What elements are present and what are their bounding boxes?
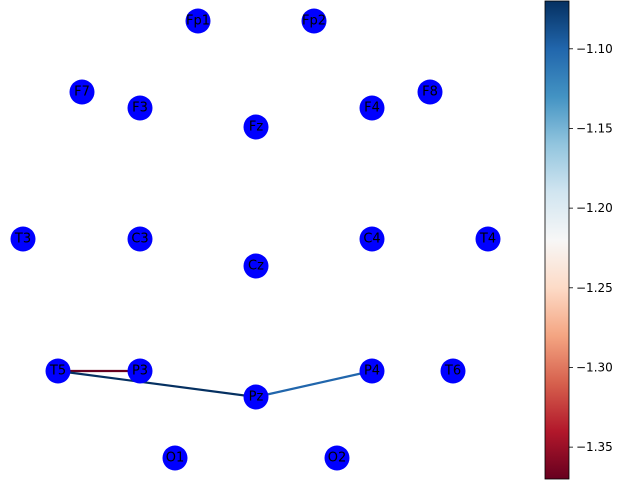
edge-layer [57, 369, 373, 399]
node-f8: F8 [417, 79, 443, 105]
node-circle [127, 95, 153, 121]
node-label: F3 [132, 101, 148, 116]
node-circle [127, 358, 153, 384]
node-label: T6 [444, 364, 461, 379]
node-label: Fp2 [302, 14, 326, 29]
node-t3: T3 [10, 226, 36, 252]
node-circle [243, 384, 269, 410]
node-label: T5 [49, 364, 66, 379]
node-circle [243, 253, 269, 279]
node-label: C4 [363, 232, 380, 247]
node-label: Cz [248, 259, 264, 274]
colorbar-tick-label: −1.15 [576, 121, 613, 135]
node-circle [359, 95, 385, 121]
edge-pz-p4 [255, 369, 373, 399]
node-circle [69, 79, 95, 105]
node-fp1: Fp1 [185, 8, 211, 34]
node-t6: T6 [440, 358, 466, 384]
node-t4: T4 [475, 226, 501, 252]
node-label: F7 [74, 85, 90, 100]
colorbar-bar [544, 0, 570, 480]
node-circle [475, 226, 501, 252]
colorbar-tick-label: −1.25 [576, 281, 613, 295]
node-label: Pz [249, 390, 264, 405]
node-label: P4 [364, 364, 380, 379]
node-f4: F4 [359, 95, 385, 121]
colorbar-tick-label: −1.35 [576, 440, 613, 454]
node-circle [243, 114, 269, 140]
node-fz: Fz [243, 114, 269, 140]
colorbar-ticks: −1.10 −1.15 −1.20 −1.25 −1.30 −1.35 [569, 42, 613, 454]
node-c4: C4 [359, 226, 385, 252]
node-label: Fz [249, 120, 263, 135]
node-label: O1 [166, 451, 185, 466]
node-label: F8 [422, 85, 438, 100]
node-fp2: Fp2 [301, 8, 327, 34]
node-label: T3 [14, 232, 31, 247]
node-label: O2 [328, 451, 347, 466]
edge-t5-pz [57, 369, 257, 399]
node-circle [162, 445, 188, 471]
node-label: C3 [131, 232, 148, 247]
node-pz: Pz [243, 384, 269, 410]
node-circle [359, 358, 385, 384]
node-circle [10, 226, 36, 252]
colorbar: −1.10 −1.15 −1.20 −1.25 −1.30 −1.35 [544, 0, 613, 480]
colorbar-tick-label: −1.10 [576, 42, 613, 56]
colorbar-tick-label: −1.20 [576, 201, 613, 215]
node-circle [301, 8, 327, 34]
node-o2: O2 [324, 445, 350, 471]
node-circle [185, 8, 211, 34]
node-f3: F3 [127, 95, 153, 121]
node-label: P3 [132, 364, 148, 379]
node-cz: Cz [243, 253, 269, 279]
node-circle [45, 358, 71, 384]
node-p4: P4 [359, 358, 385, 384]
node-label: F4 [364, 101, 380, 116]
colorbar-tick-label: −1.30 [576, 360, 613, 374]
node-o1: O1 [162, 445, 188, 471]
node-p3: P3 [127, 358, 153, 384]
node-c3: C3 [127, 226, 153, 252]
node-label: T4 [479, 232, 496, 247]
node-f7: F7 [69, 79, 95, 105]
node-circle [127, 226, 153, 252]
node-circle [359, 226, 385, 252]
node-t5: T5 [45, 358, 71, 384]
node-label: Fp1 [186, 14, 210, 29]
node-circle [417, 79, 443, 105]
node-circle [440, 358, 466, 384]
node-circle [324, 445, 350, 471]
